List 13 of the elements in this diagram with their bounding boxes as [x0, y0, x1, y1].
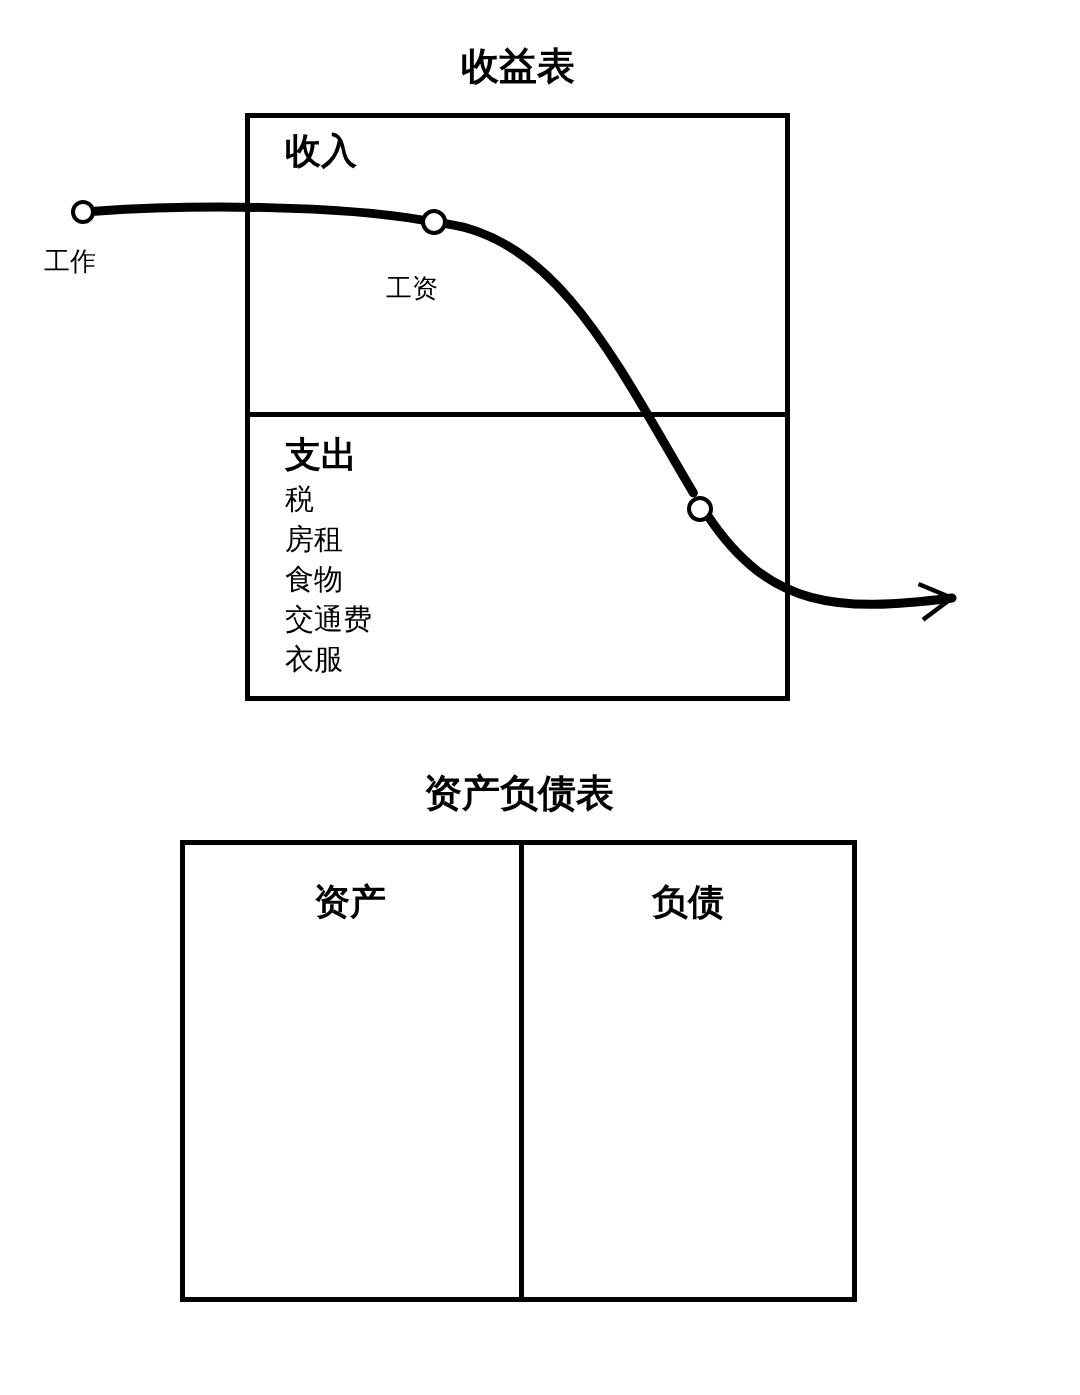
section-heading: 收入 — [285, 129, 357, 173]
section-heading: 资产 — [313, 880, 386, 924]
table-title: 资产负债表 — [422, 770, 615, 817]
node-caption: 工资 — [386, 272, 438, 305]
expense-item: 房租 — [285, 521, 344, 558]
expense-item: 食物 — [285, 561, 344, 598]
expense-item: 税 — [285, 481, 315, 518]
section-heading: 负债 — [652, 880, 724, 924]
section-heading: 支出 — [285, 433, 358, 477]
table-title: 收益表 — [459, 43, 576, 90]
node-caption: 工作 — [44, 245, 96, 278]
expense-item: 交通费 — [285, 601, 372, 638]
expense-item: 衣服 — [285, 641, 344, 678]
